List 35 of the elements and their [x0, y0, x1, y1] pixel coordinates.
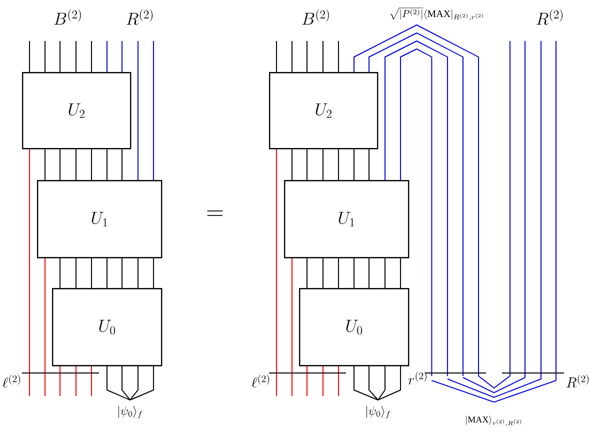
- math-label: $=$: [207, 210, 223, 216]
- gate-box: $U_1$: [37, 180, 162, 258]
- wire: [338, 148, 339, 180]
- math-label: $\sqrt{|P^{(2)}|}\langle\mathrm{MAX}|_{R^{(2)},r^{(2)}}$: [390, 8, 484, 21]
- math-label: $R^{(2)}$: [126, 9, 153, 25]
- gate-box: $U_0$: [52, 288, 162, 366]
- wire: [368, 258, 370, 288]
- gate-box: $U_2$: [22, 72, 132, 150]
- gate-box: $U_0$: [299, 288, 410, 366]
- math-label: $|\psi_0\rangle_f$: [366, 406, 390, 418]
- wire: [106, 258, 108, 288]
- math-label: $R^{(2)}$: [536, 9, 563, 25]
- math-label: $r^{(2)}$: [408, 372, 426, 384]
- math-label: $|\mathrm{MAX}\rangle_{r^{(2)},R^{(2)}}$: [466, 416, 522, 426]
- gate-box: $U_1$: [284, 180, 410, 258]
- math-label: $|\psi_0\rangle_f$: [118, 406, 142, 418]
- math-label: $R^{(2)}$: [566, 374, 589, 388]
- math-label: $B^{(2)}$: [302, 9, 329, 25]
- wire: [322, 148, 324, 180]
- math-label: $\ell^{(2)}$: [2, 374, 20, 388]
- wire: [44, 148, 46, 180]
- math-label: $B^{(2)}$: [54, 9, 81, 25]
- wire: [106, 148, 108, 180]
- wire: [400, 258, 401, 288]
- wire: [338, 258, 339, 288]
- wire: [306, 148, 308, 180]
- wire: [91, 148, 92, 180]
- wire: [306, 258, 308, 288]
- gate-box: $U_2$: [269, 72, 378, 150]
- math-label: $\ell^{(2)}$: [252, 374, 270, 388]
- wire: [368, 148, 370, 180]
- wire: [322, 258, 324, 288]
- wire: [153, 258, 154, 288]
- wire: [384, 258, 386, 288]
- wire: [91, 258, 92, 288]
